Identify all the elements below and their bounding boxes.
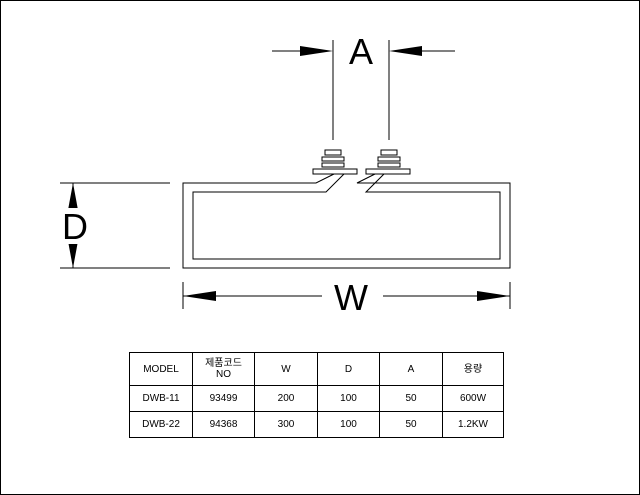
- cell-capacity: 1.2KW: [442, 411, 504, 438]
- terminal-left-base: [312, 168, 358, 175]
- heater-body: [182, 173, 511, 269]
- terminal-right-thread: [377, 156, 401, 168]
- dimension-label-d: D: [62, 206, 88, 247]
- terminal-right-base: [365, 168, 411, 175]
- cell-w: 200: [254, 385, 318, 412]
- cell-model: DWB-22: [129, 411, 193, 438]
- arrow-w-left: [183, 291, 216, 301]
- cell-w: 300: [254, 411, 318, 438]
- dimension-w: W: [182, 277, 511, 318]
- cell-code: 94368: [192, 411, 255, 438]
- header-d: D: [317, 352, 380, 386]
- heater-inner-outline: [192, 173, 501, 260]
- terminal-left: [312, 149, 358, 175]
- cell-capacity: 600W: [442, 385, 504, 412]
- header-product-code-sub: NO: [216, 369, 231, 380]
- dimension-label-a: A: [349, 31, 373, 72]
- cell-a: 50: [379, 411, 443, 438]
- spec-table: MODEL 제품코드 NO W D A 용량 DWB-11 93499 200 …: [129, 352, 504, 438]
- header-w: W: [254, 352, 318, 386]
- table-header-row: MODEL 제품코드 NO W D A 용량: [129, 352, 504, 386]
- terminal-left-cap: [324, 149, 342, 156]
- cell-d: 100: [317, 411, 380, 438]
- arrow-w-right: [477, 291, 510, 301]
- cell-d: 100: [317, 385, 380, 412]
- cell-code: 93499: [192, 385, 255, 412]
- header-capacity: 용량: [442, 352, 504, 386]
- header-model: MODEL: [129, 352, 193, 386]
- label-d-background: [58, 208, 90, 244]
- terminal-left-thread: [321, 156, 345, 168]
- header-a: A: [379, 352, 443, 386]
- terminal-right-cap: [380, 149, 398, 156]
- terminal-right: [365, 149, 411, 175]
- arrow-a-left: [300, 46, 333, 56]
- dimension-a: A: [272, 31, 455, 140]
- cell-a: 50: [379, 385, 443, 412]
- dimension-d: D: [58, 182, 170, 269]
- heater-outer-outline: [182, 173, 511, 269]
- dimension-label-w: W: [334, 277, 368, 318]
- cell-model: DWB-11: [129, 385, 193, 412]
- table-row: DWB-11 93499 200 100 50 600W: [129, 385, 504, 412]
- header-product-code-label: 제품코드: [205, 358, 242, 369]
- table-row: DWB-22 94368 300 100 50 1.2KW: [129, 411, 504, 438]
- header-product-code: 제품코드 NO: [192, 352, 255, 386]
- arrow-a-right: [389, 46, 422, 56]
